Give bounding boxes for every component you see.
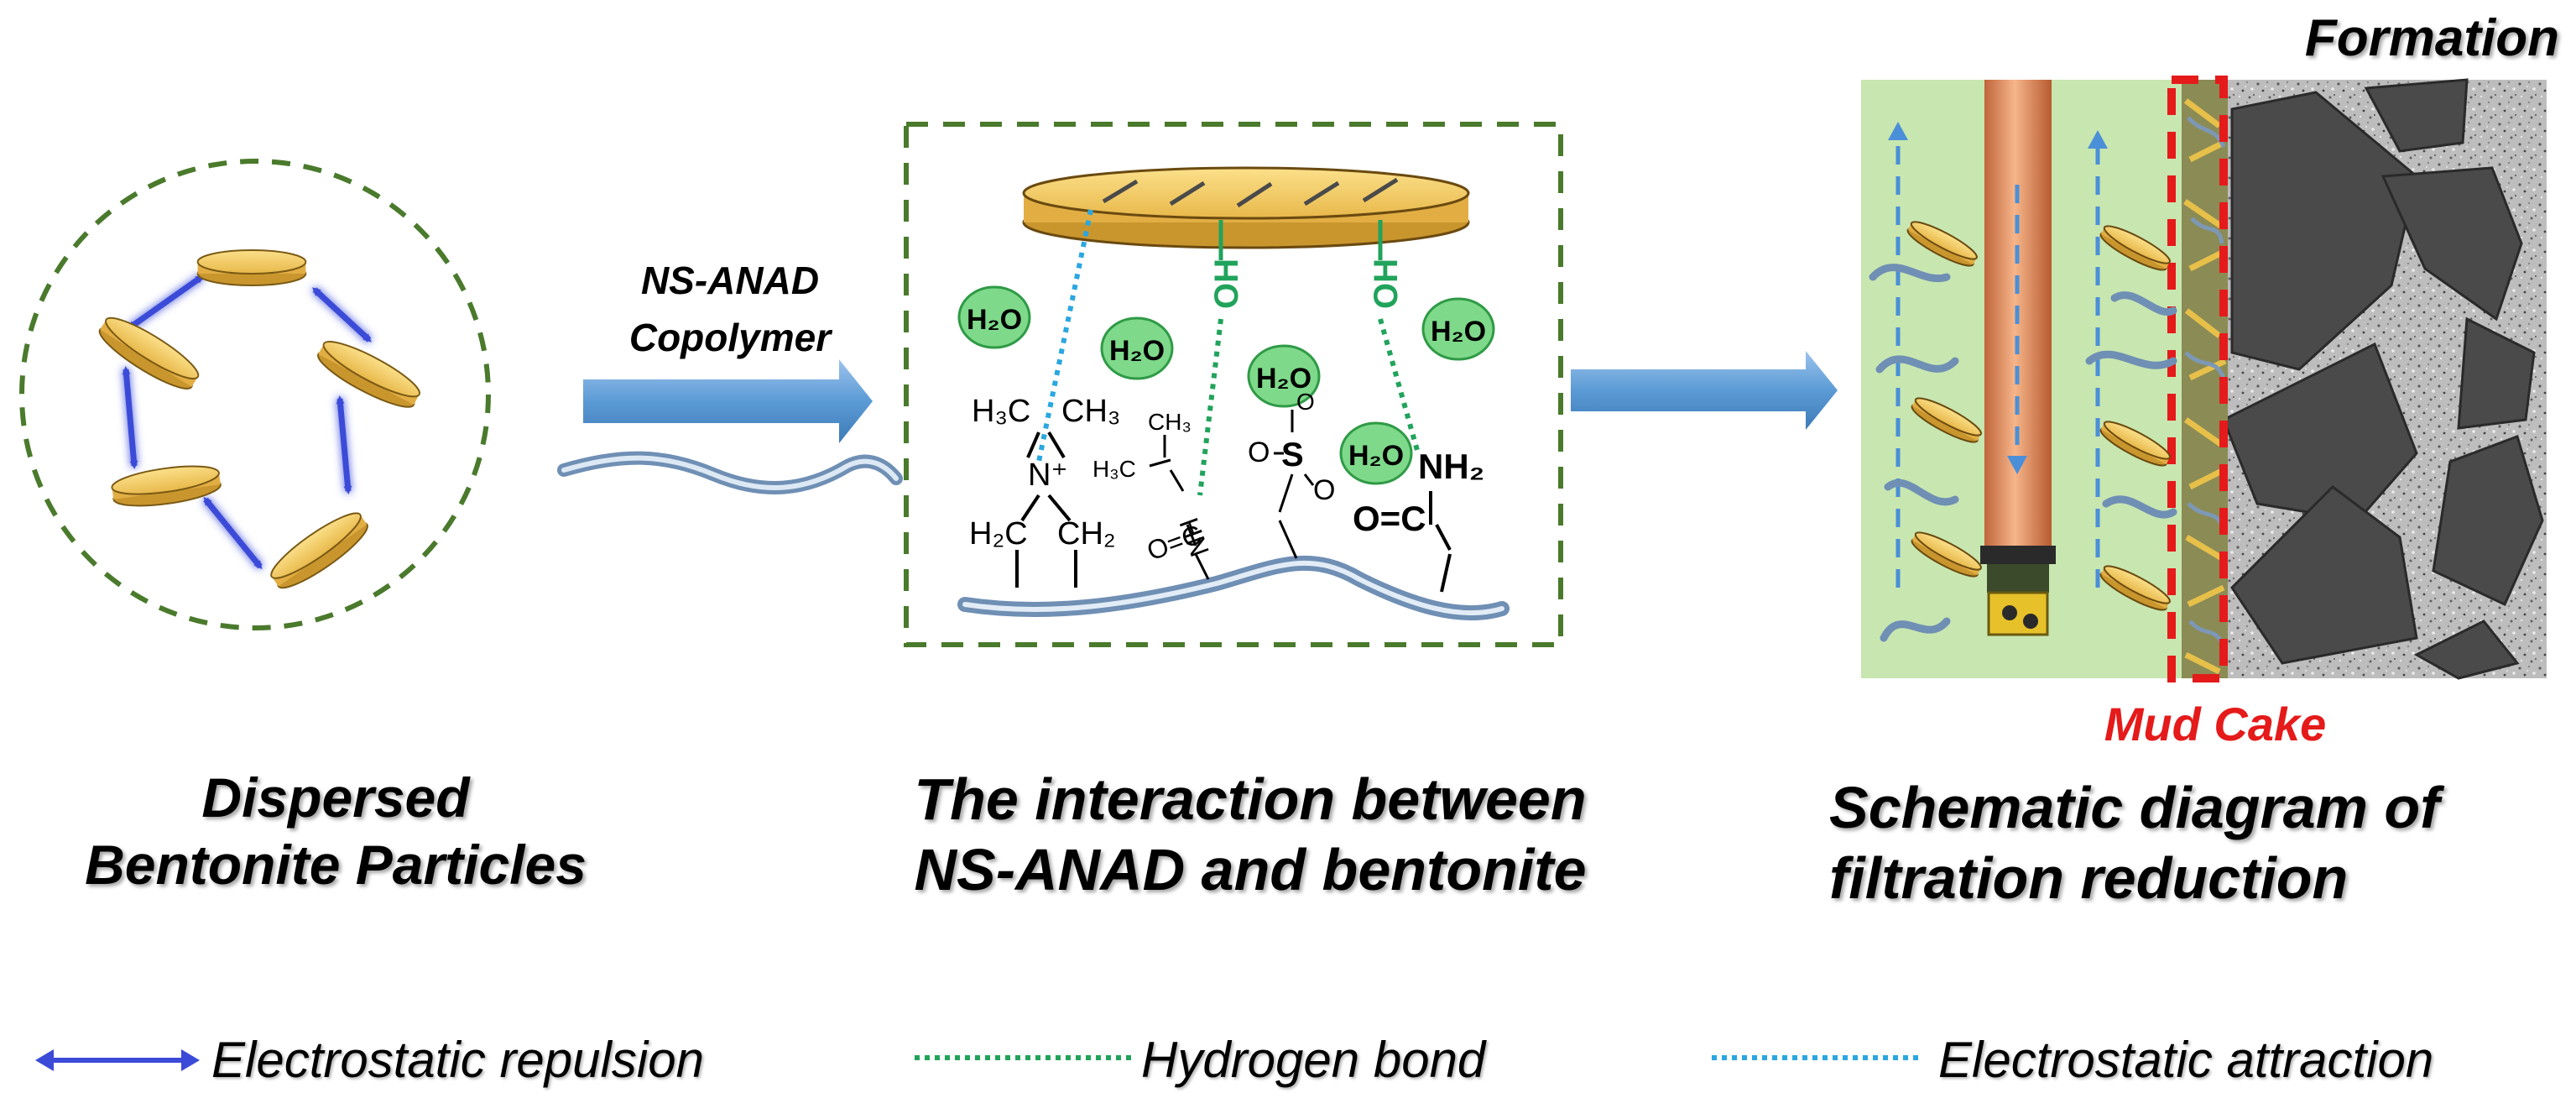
repulsion-arrow	[122, 366, 138, 469]
arrow-label-line2: Copolymer	[629, 316, 832, 359]
hydrogen-bond-line	[1378, 318, 1421, 454]
arrow-label-line1: NS-ANAD	[641, 259, 819, 302]
bentonite-particle	[92, 308, 206, 398]
blue-dotted-line-icon	[1712, 1055, 1922, 1060]
caption-line: NS-ANAD and bentonite	[914, 837, 1587, 902]
mud-cake-frame	[2167, 76, 2228, 682]
drill-bit	[1987, 591, 2049, 636]
oxygen-label: O	[1296, 389, 1315, 415]
methylene-label: CH₂	[1057, 516, 1116, 552]
amide-nh2-label: NH₂	[1418, 447, 1484, 486]
repulsion-arrows	[122, 275, 372, 570]
left-caption: Dispersed Bentonite Particles	[0, 764, 671, 898]
hydrogen-bond-line	[1197, 318, 1223, 496]
bentonite-particle	[263, 504, 375, 597]
methyl-label: H₃C	[1092, 456, 1136, 482]
polymer-chain	[557, 451, 903, 495]
water-label: H₂O	[1348, 440, 1404, 472]
water-label: H₂O	[1256, 363, 1311, 395]
hydroxyl-group: OH	[1368, 259, 1405, 309]
green-dotted-line-icon	[915, 1055, 1133, 1060]
methyl-label: H₃C	[972, 394, 1030, 429]
carbonyl-label: O=C	[1143, 519, 1206, 567]
water-label: H₂O	[1431, 316, 1486, 348]
mud-cake-label: Mud Cake	[2104, 698, 2327, 750]
dashed-circle-frame	[19, 159, 491, 630]
caption-line: Schematic diagram of	[1829, 775, 2440, 840]
isopropylamide-group	[1149, 435, 1210, 580]
amide-group	[1429, 491, 1452, 593]
carbonyl-label: O=C	[1353, 499, 1426, 538]
bentonite-particle	[311, 332, 426, 416]
dashed-frame	[904, 122, 1563, 647]
legend-label: Electrostatic attraction	[1938, 1032, 2434, 1088]
nitrogen-label: N⁺	[1028, 458, 1068, 493]
quaternary-ammonium-group	[1015, 431, 1077, 588]
water-molecules: H₂O H₂O H₂O H₂O H₂O	[957, 285, 1495, 485]
repulsion-arrow	[127, 275, 205, 330]
bentonite-particles	[92, 249, 426, 597]
double-arrow-icon	[35, 1049, 200, 1071]
caption-line: Dispersed	[201, 766, 470, 829]
hydroxyl-group: OH	[1208, 259, 1245, 309]
bentonite-particle	[196, 249, 307, 286]
middle-caption: The interaction between NS-ANAD and bent…	[847, 764, 1653, 905]
right-arrow-icon	[1571, 351, 1838, 430]
bentonite-platelet	[1022, 166, 1470, 249]
repulsion-arrow	[336, 395, 352, 494]
formation-rocks	[2222, 78, 2544, 680]
right-caption: Schematic diagram of filtration reductio…	[1829, 772, 2551, 913]
filtration-panel	[1861, 76, 2547, 682]
water-label: H₂O	[967, 304, 1022, 336]
mud-polymers	[1869, 264, 2177, 642]
caption-line: filtration reduction	[1829, 845, 2349, 911]
repulsion-arrow	[312, 287, 372, 342]
methyl-label: CH₃	[1148, 409, 1192, 435]
dispersed-particles-panel	[19, 159, 491, 630]
legend-label: Electrostatic repulsion	[211, 1032, 704, 1088]
repulsion-arrow	[203, 496, 263, 570]
oxygen-label: O	[1313, 474, 1335, 506]
methylene-label: H₂C	[969, 516, 1028, 552]
caption-line: Bentonite Particles	[85, 834, 587, 896]
interaction-panel: OH OH H₂O H₂O H₂O H₂O H₂O H₃C CH₃ N⁺ H₂C…	[904, 122, 1563, 647]
formation-label: Formation	[2304, 9, 2559, 67]
mud-cake-particles	[2183, 98, 2227, 675]
caption-line: The interaction between	[914, 766, 1587, 832]
sulfonate-group	[1278, 410, 1298, 559]
oxygen-label: O	[1248, 437, 1270, 468]
copolymer-arrow: NS-ANAD Copolymer	[557, 259, 903, 495]
methyl-label: CH₃	[1061, 394, 1120, 429]
sulfur-label: S	[1281, 437, 1304, 473]
right-arrow-icon	[583, 359, 873, 443]
legend-label: Hydrogen bond	[1141, 1032, 1486, 1088]
water-label: H₂O	[1109, 335, 1165, 367]
